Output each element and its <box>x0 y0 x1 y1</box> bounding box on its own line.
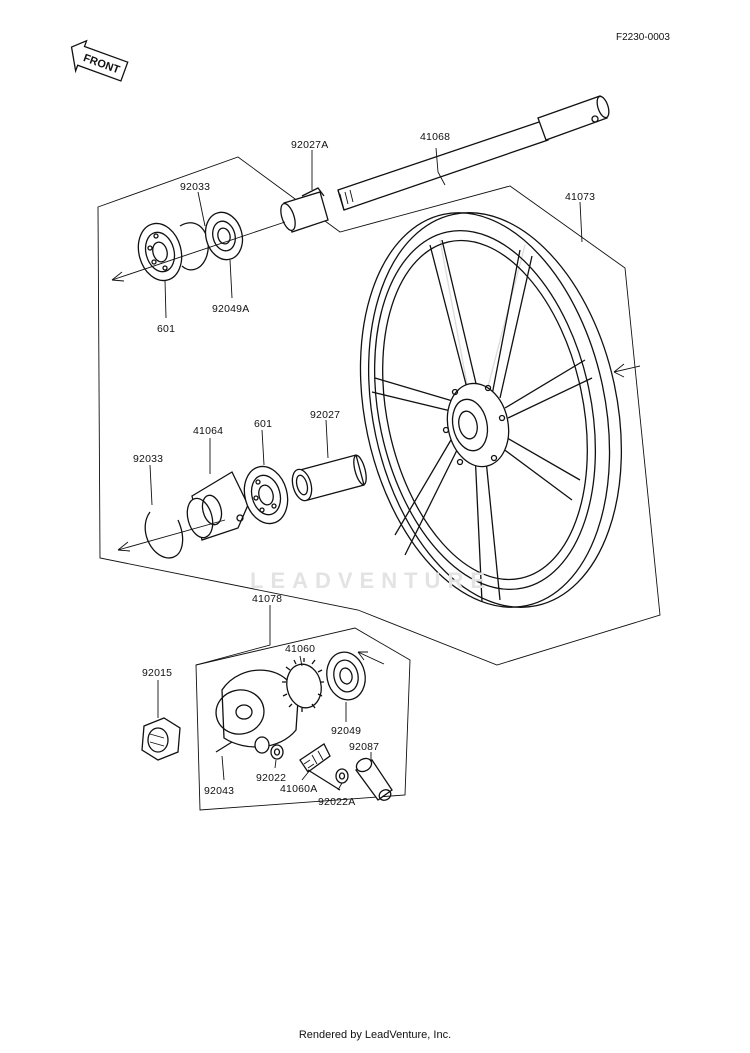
gear-41060 <box>282 658 324 712</box>
seal-92049A <box>204 211 244 261</box>
collar-92027 <box>291 454 367 502</box>
part-label-92022: 92022 <box>256 772 286 784</box>
part-label-92022A: 92022A <box>318 796 355 808</box>
cover-41064 <box>186 471 249 541</box>
bearing-601-mid <box>243 465 289 525</box>
circlip-92033-upper <box>179 222 209 271</box>
washer-92022A <box>335 768 349 784</box>
pin-92043 <box>215 741 233 753</box>
wheel-assembly-outline <box>97 156 661 666</box>
part-label-92027A: 92027A <box>291 139 328 151</box>
washer-92022 <box>270 744 284 760</box>
part-label-41078: 41078 <box>252 593 282 605</box>
axis-line-mid <box>117 519 226 552</box>
axis-line-upper <box>111 221 286 281</box>
document-id: F2230-0003 <box>616 32 670 43</box>
part-label-92049A: 92049A <box>212 303 249 315</box>
watermark: LEADVENTURE <box>250 568 493 593</box>
axis-line-wheel <box>613 363 641 378</box>
collar-92027A <box>280 187 329 233</box>
part-label-92087: 92087 <box>349 741 379 753</box>
part-label-92027: 92027 <box>310 409 340 421</box>
part-label-41068: 41068 <box>420 131 450 143</box>
pinion-41060A <box>299 743 341 791</box>
part-label-92033-mid: 92033 <box>133 453 163 465</box>
part-label-41060A: 41060A <box>280 783 317 795</box>
axle-41068 <box>337 95 610 211</box>
bushing-92087 <box>355 757 393 801</box>
part-label-92015: 92015 <box>142 667 172 679</box>
part-label-601-upper: 601 <box>157 323 175 335</box>
part-label-41064: 41064 <box>193 425 223 437</box>
nut-92015 <box>141 717 181 761</box>
gear-box-outline <box>195 627 411 811</box>
part-label-92033-upper: 92033 <box>180 181 210 193</box>
part-label-41073: 41073 <box>565 191 595 203</box>
front-arrow-icon: FRONT <box>70 39 129 82</box>
axis-line-gearbox <box>357 651 385 665</box>
part-label-92049: 92049 <box>331 725 361 737</box>
bearing-601-upper <box>137 222 183 282</box>
part-label-601-mid: 601 <box>254 418 272 430</box>
part-label-92043: 92043 <box>204 785 234 797</box>
seal-92049 <box>326 651 366 701</box>
part-label-41060: 41060 <box>285 643 315 655</box>
circlip-92033-mid <box>144 511 184 559</box>
wheel-41073 <box>359 212 623 608</box>
leader-lines <box>149 147 583 791</box>
footer-credit: Rendered by LeadVenture, Inc. <box>298 1029 452 1041</box>
